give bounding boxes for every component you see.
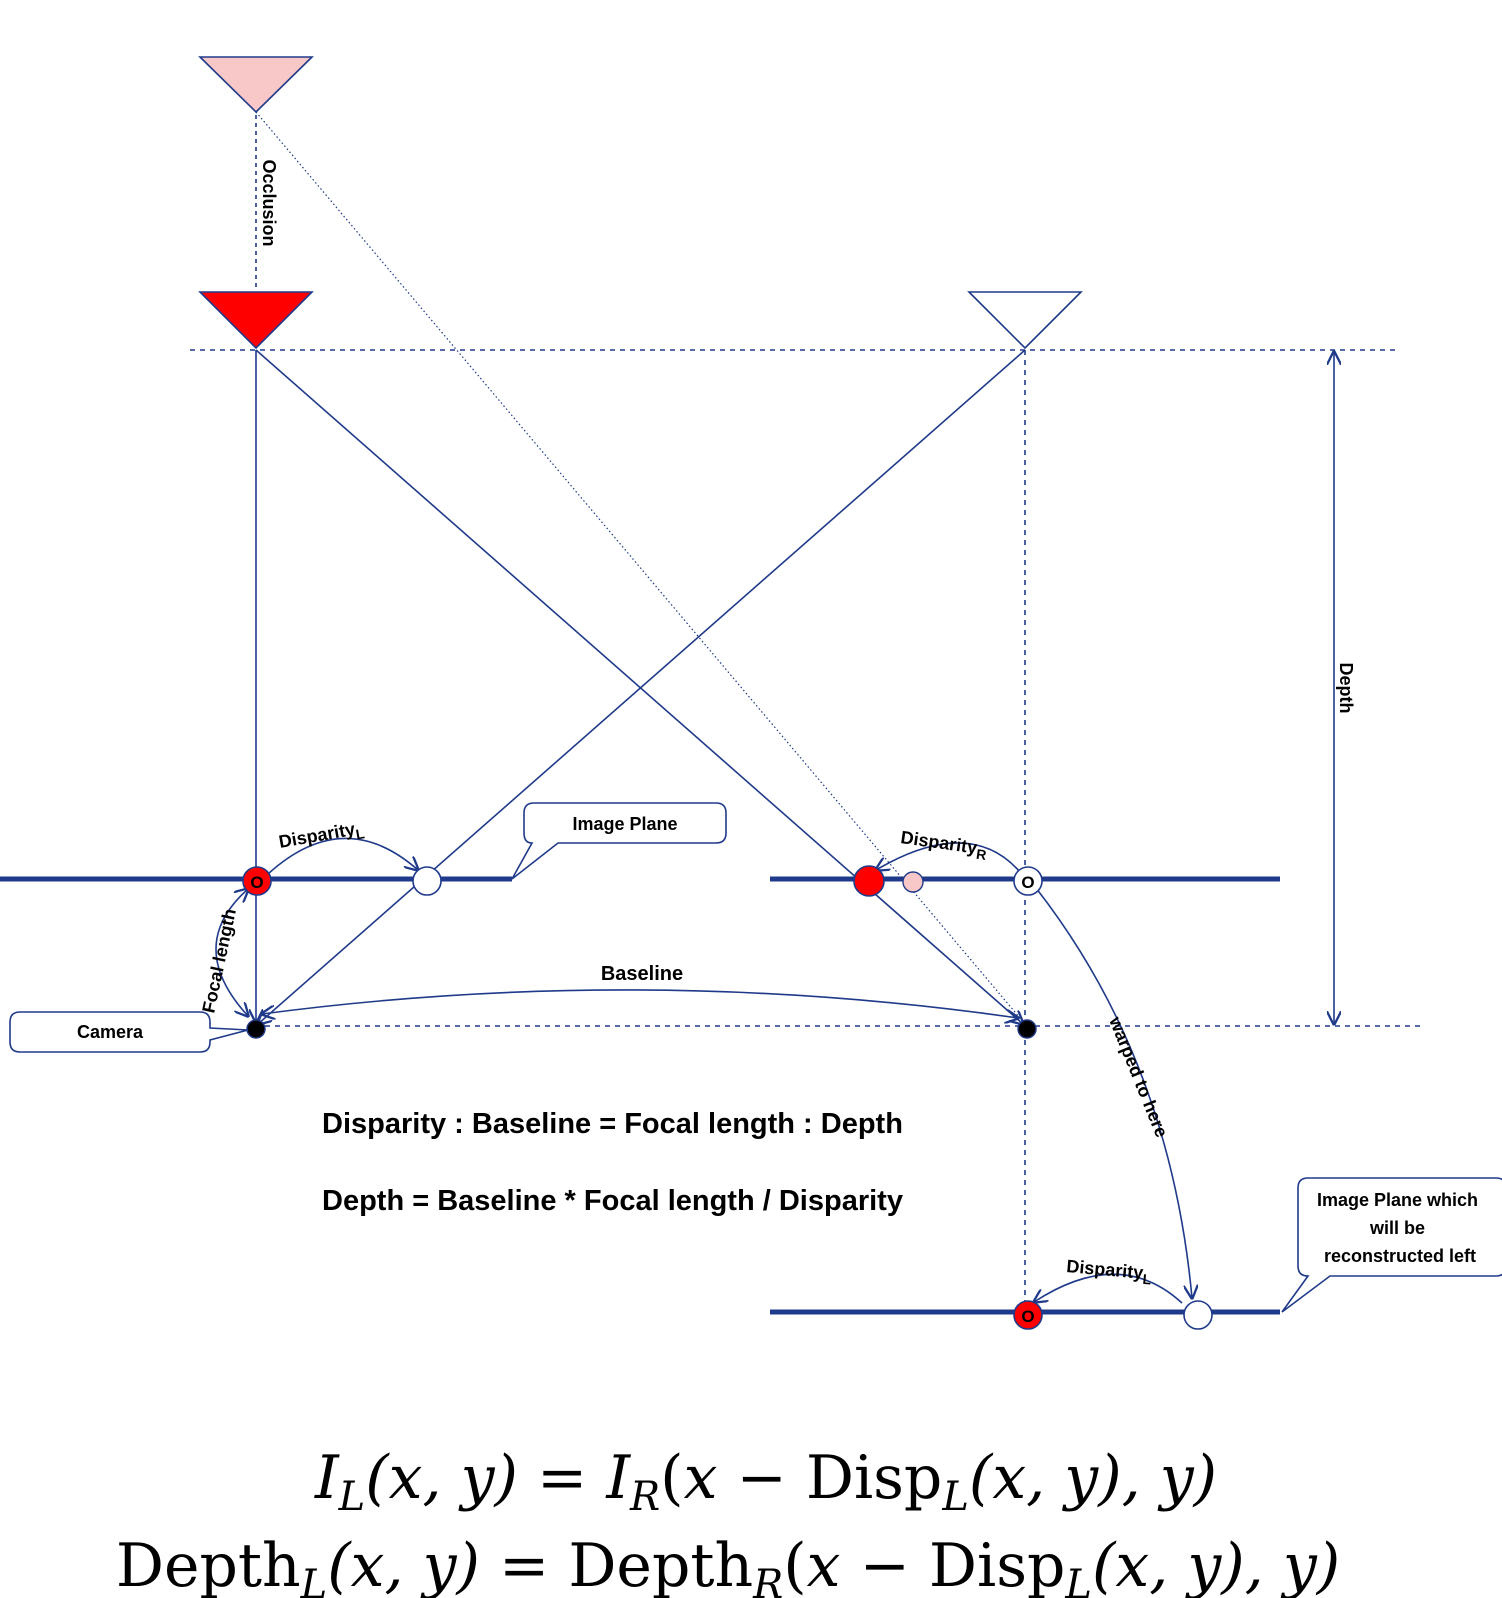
formula2-depth: Depth [116,1531,301,1598]
focal-length-arrow [215,889,248,1016]
formula1-open: ( [660,1443,683,1513]
camera-callout [9,1011,249,1053]
right-camera-dot [1017,1019,1037,1039]
disparity-left-bottom-label-text: Disparity [1066,1256,1144,1283]
left-object-ray-to-right-camera [255,349,1023,1024]
formula1-disp: Disp [806,1443,943,1513]
reconstructed-plane-callout [1281,1177,1502,1313]
formula2-eq: = [480,1531,568,1598]
formula2-sub-L: L [300,1562,328,1598]
reconstructed-callout-line-3: reconstructed left [1324,1246,1476,1266]
formula1-sub-R: R [629,1474,660,1520]
formula1-I2: I [605,1443,631,1513]
formula2-open: ( [783,1531,806,1598]
right-pink-point [902,871,924,893]
reconstructed-plane-callout-text: Image Plane which will be reconstructed … [1317,1190,1483,1266]
disparity-left-label-sub: L [354,825,366,842]
depth-label: Depth [1336,663,1356,714]
warped-label: warped to here [1105,1013,1172,1140]
reconstructed-point-marker: O [1021,1307,1034,1326]
occlusion-label: Occlusion [259,159,279,246]
left-camera-dot [246,1019,266,1039]
formula2-disp: Disp [929,1531,1066,1598]
right-point-circle [1013,866,1043,896]
occluded-dotted-ray [255,111,1026,1025]
formula1-args2: (x, y), y) [969,1443,1217,1513]
disparity-left-label: DisparityL [277,817,366,856]
formula1-x: x [684,1443,718,1513]
right-point-marker: O [1021,873,1034,892]
disparity-right-arrow [876,842,1021,873]
right-object-ray-to-left-camera [258,349,1026,1024]
formula2-depth2: Depth [568,1531,753,1598]
disparity-right-label-sub: R [975,846,987,863]
formula2-args2: (x, y), y) [1092,1531,1340,1598]
formula1-minus: − [717,1443,805,1513]
reconstructed-callout-line-1: Image Plane which [1317,1190,1478,1210]
disparity-left-bottom-label-sub: L [1142,1271,1152,1288]
camera-callout-text: Camera [77,1022,144,1042]
disparity-right-label: DisparityR [899,827,989,863]
baseline-arrow [262,989,1018,1018]
formula1-sub-L2: L [941,1474,969,1520]
left-point-circle [242,866,272,896]
formula-image-warp: IL(x, y) = IR(x − DispL(x, y), y) [314,1443,1217,1520]
baseline-label: Baseline [601,963,683,985]
warped-arrow [1035,887,1192,1298]
reconstructed-disparity-point [1183,1300,1213,1330]
formula1-args: (x, y) [365,1443,518,1513]
left-point-marker: O [250,873,263,892]
occluded-object-triangle [198,56,314,114]
left-object-triangle [198,291,314,350]
left-disparity-point [412,866,442,896]
image-plane-callout [511,802,727,880]
reconstructed-callout-line-2: will be [1369,1218,1425,1238]
formula2-x: x [807,1531,841,1598]
formula2-sub-L2: L [1064,1562,1092,1598]
formula1-sub-L: L [338,1474,366,1520]
disparity-left-label-text: Disparity [277,819,356,852]
ratio-equation: Disparity : Baseline = Focal length : De… [322,1108,903,1140]
image-plane-callout-text: Image Plane [572,814,677,834]
formula2-sub-R: R [752,1562,783,1598]
disparity-left-bottom-arrow [1034,1273,1183,1303]
disparity-left-bottom-label: DisparityL [1065,1256,1153,1287]
formula2-minus: − [841,1531,929,1598]
formula1-eq: = [518,1443,606,1513]
depth-equation: Depth = Baseline * Focal length / Dispar… [322,1185,903,1217]
right-object-triangle [967,291,1083,350]
disparity-left-arrow [267,837,418,875]
right-red-point [853,865,885,897]
formula-depth-warp: DepthL(x, y) = DepthR(x − DispL(x, y), y… [116,1531,1340,1598]
formula2-args: (x, y) [327,1531,480,1598]
reconstructed-point-circle [1013,1300,1043,1330]
formula1-I: I [314,1443,340,1513]
